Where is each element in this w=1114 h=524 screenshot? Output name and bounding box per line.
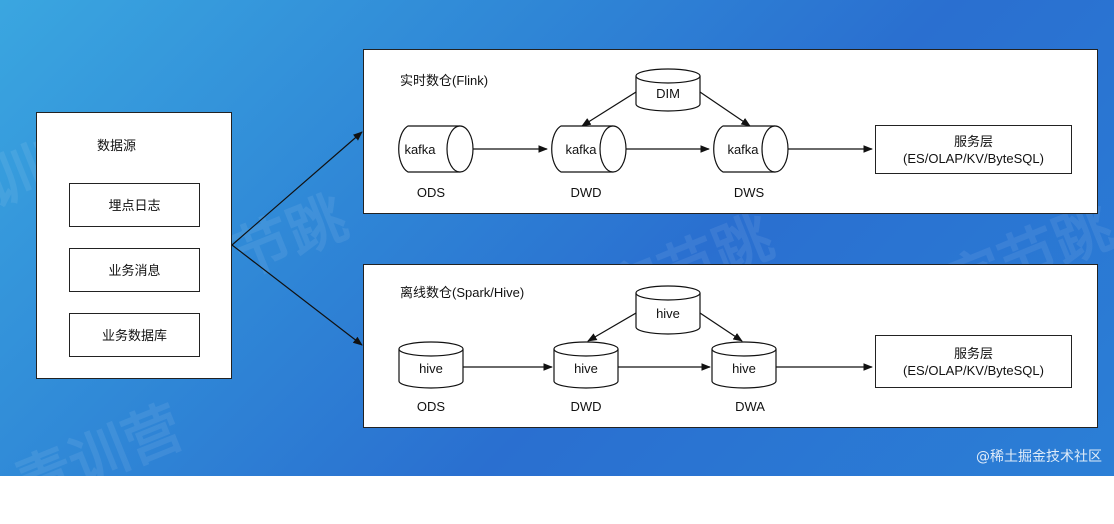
hive-cylinder-ods: [398, 341, 464, 389]
off-dwa-caption: DWA: [735, 399, 765, 414]
kafka-cylinder-dwd: [551, 125, 627, 173]
realtime-warehouse-title: 实时数仓(Flink): [400, 73, 489, 88]
hive-cylinder-dwa: [711, 341, 777, 389]
arrow-off-dim-dwd: [587, 312, 637, 342]
off-ods-caption: ODS: [416, 399, 446, 414]
rt-dws-caption: DWS: [733, 185, 765, 200]
rt-service-layer-title: 服务层: [953, 133, 993, 149]
off-ods-node-label: hive: [419, 361, 443, 376]
offline-warehouse-title: 离线数仓(Spark/Hive): [400, 285, 525, 300]
kafka-cylinder-dws: [713, 125, 789, 173]
rt-service-layer-detail: (ES/OLAP/KV/ByteSQL): [903, 150, 1044, 166]
diagram-shapes: [231, 68, 873, 389]
off-service-layer-box: 服务层 (ES/OLAP/KV/ByteSQL): [875, 335, 1072, 388]
rt-dwd-caption: DWD: [570, 185, 602, 200]
source-item-business-database: 业务数据库: [69, 313, 200, 357]
arrow-rt-dim-dws: [699, 91, 751, 127]
arrow-source-to-realtime: [231, 131, 363, 246]
off-service-layer-detail: (ES/OLAP/KV/ByteSQL): [903, 362, 1044, 378]
rt-dwd-node-label: kafka: [565, 142, 597, 157]
off-dwa-node-label: hive: [732, 361, 756, 376]
source-item-tracking-log: 埋点日志: [69, 183, 200, 227]
watermark-text: @稀土掘金技术社区: [976, 449, 1102, 465]
hive-cylinder-dim: [635, 285, 701, 335]
rt-ods-node-label: kafka: [404, 142, 436, 157]
rt-dws-node-label: kafka: [727, 142, 759, 157]
off-dim-node-label: hive: [656, 306, 680, 321]
off-service-layer-title: 服务层: [953, 345, 993, 361]
rt-service-layer-box: 服务层 (ES/OLAP/KV/ByteSQL): [875, 125, 1072, 174]
dim-cylinder-realtime: [635, 68, 701, 112]
off-dwd-caption: DWD: [570, 399, 602, 414]
rt-dim-node-label: DIM: [656, 86, 680, 101]
hive-cylinder-dwd: [553, 341, 619, 389]
data-source-title: 数据源: [97, 138, 137, 153]
arrow-source-to-offline: [231, 244, 363, 346]
arrow-off-dim-dwa: [699, 312, 743, 342]
off-dwd-node-label: hive: [574, 361, 598, 376]
arrow-rt-dim-dwd: [581, 91, 637, 127]
kafka-cylinder-ods: [398, 125, 474, 173]
source-item-business-message: 业务消息: [69, 248, 200, 292]
data-source-panel: 数据源 埋点日志 业务消息 业务数据库: [36, 112, 232, 379]
rt-ods-caption: ODS: [416, 185, 446, 200]
